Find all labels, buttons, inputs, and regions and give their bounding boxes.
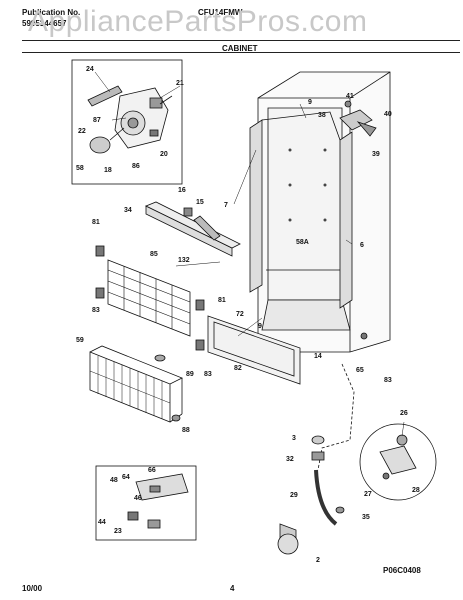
part-label: 26 bbox=[400, 410, 408, 417]
top-hinge bbox=[339, 100, 377, 137]
part-label: 24 bbox=[86, 66, 94, 73]
part-label: 15 bbox=[196, 199, 204, 206]
part-label: 2 bbox=[316, 557, 320, 564]
hinge-detail-inset bbox=[359, 423, 437, 501]
part-label: 3 bbox=[292, 435, 296, 442]
wire-basket bbox=[89, 345, 183, 423]
part-label: 9 bbox=[308, 99, 312, 106]
part-label: 39 bbox=[372, 151, 380, 158]
part-label: 6 bbox=[360, 242, 364, 249]
part-label: 21 bbox=[176, 80, 184, 87]
header-rule bbox=[22, 40, 460, 41]
part-label: 83 bbox=[384, 377, 392, 384]
part-label: 58A bbox=[296, 239, 309, 246]
part-label: 18 bbox=[104, 167, 112, 174]
part-label: 35 bbox=[362, 514, 370, 521]
shelf-bracket bbox=[145, 201, 241, 257]
part-label: 58 bbox=[76, 165, 84, 172]
fan-inset-frame bbox=[71, 59, 183, 185]
part-label: 48 bbox=[110, 477, 118, 484]
part-label: 88 bbox=[182, 427, 190, 434]
part-label: 89 bbox=[186, 371, 194, 378]
footer-page: 4 bbox=[230, 584, 235, 593]
page-header: Publication No. 5995344657 CFU14FMW Appl… bbox=[0, 0, 463, 53]
part-label: 16 bbox=[178, 187, 186, 194]
model-number: CFU14FMW bbox=[198, 8, 243, 17]
part-label: 28 bbox=[412, 487, 420, 494]
control-assembly bbox=[127, 473, 189, 529]
door-gasket bbox=[249, 111, 353, 309]
part-label: 38 bbox=[318, 112, 326, 119]
part-label: 65 bbox=[356, 367, 364, 374]
part-label: 23 bbox=[114, 528, 122, 535]
part-label: 41 bbox=[346, 93, 354, 100]
header-rule-bottom bbox=[22, 52, 460, 53]
part-label: 87 bbox=[93, 117, 101, 124]
leader-lines bbox=[94, 71, 405, 437]
part-label: 64 bbox=[122, 474, 130, 481]
part-label: 82 bbox=[234, 365, 242, 372]
publication-number: 5995344657 bbox=[22, 19, 67, 28]
part-label: 40 bbox=[384, 111, 392, 118]
drawing-code: P06C0408 bbox=[383, 566, 421, 575]
part-label: 132 bbox=[178, 257, 190, 264]
part-label: 46 bbox=[134, 495, 142, 502]
part-label: 81 bbox=[218, 297, 226, 304]
part-label: 9 bbox=[258, 323, 262, 330]
wire-shelf bbox=[95, 245, 205, 351]
publication-label: Publication No. bbox=[22, 8, 81, 17]
part-label: 81 bbox=[92, 219, 100, 226]
part-label: 83 bbox=[92, 307, 100, 314]
part-label: 86 bbox=[132, 163, 140, 170]
part-number-labels: 24 21 87 22 20 58 18 86 16 15 34 132 81 … bbox=[76, 66, 420, 564]
cabinet-body bbox=[257, 71, 391, 353]
part-label: 20 bbox=[160, 151, 168, 158]
part-label: 29 bbox=[290, 492, 298, 499]
part-label: 83 bbox=[204, 371, 212, 378]
part-label: 7 bbox=[224, 202, 228, 209]
watermark-text: AppliancePartsPros.com bbox=[28, 5, 368, 38]
toe-grille bbox=[207, 315, 301, 385]
part-label: 34 bbox=[124, 207, 132, 214]
part-label: 66 bbox=[148, 467, 156, 474]
part-label: 59 bbox=[76, 337, 84, 344]
section-title: CABINET bbox=[222, 44, 258, 53]
part-label: 14 bbox=[314, 353, 322, 360]
part-label: 72 bbox=[236, 311, 244, 318]
part-label: 27 bbox=[364, 491, 372, 498]
part-label: 32 bbox=[286, 456, 294, 463]
control-inset-frame bbox=[95, 465, 197, 541]
part-label: 44 bbox=[98, 519, 106, 526]
part-label: 85 bbox=[150, 251, 158, 258]
part-label: 22 bbox=[78, 128, 86, 135]
drain-assembly bbox=[277, 332, 368, 555]
footer-date: 10/00 bbox=[22, 584, 43, 593]
fan-motor-assembly bbox=[87, 85, 173, 154]
